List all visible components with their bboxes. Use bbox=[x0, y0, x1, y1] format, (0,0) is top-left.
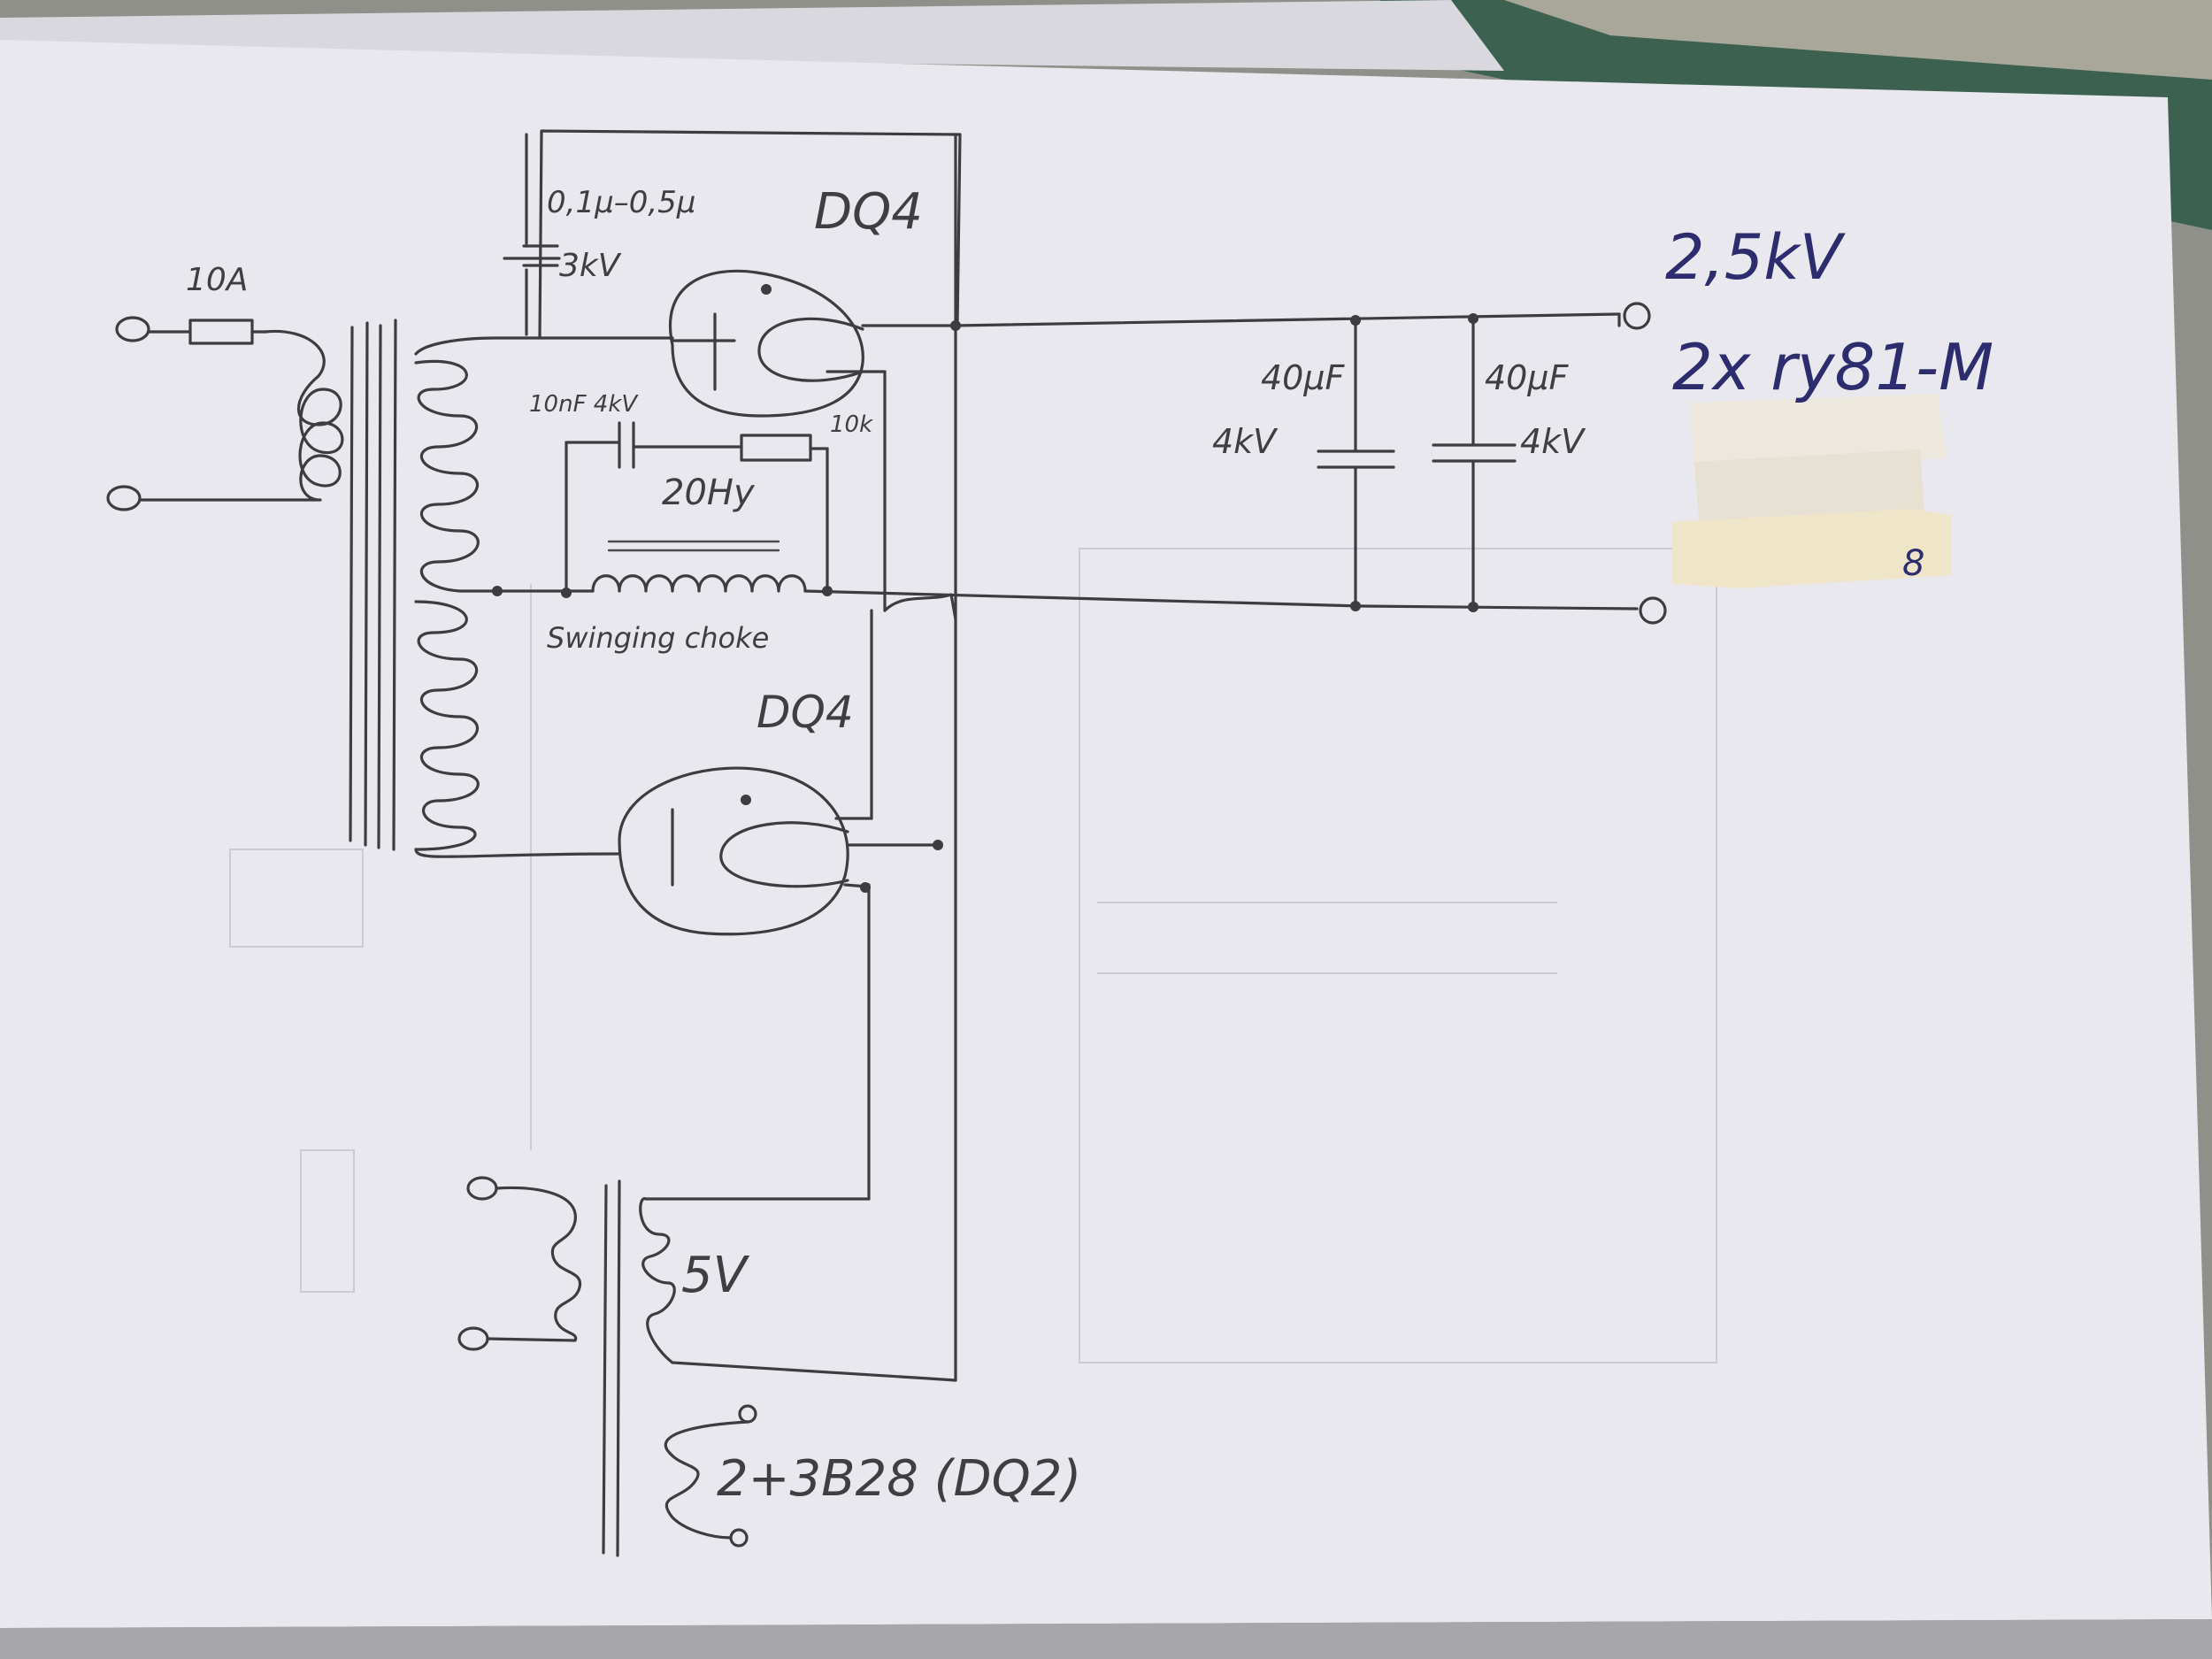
coupling-cap-value-label: 0,1µ–0,5µ bbox=[547, 185, 695, 220]
output-terminal-minus bbox=[1639, 596, 1667, 625]
cap1-voltage-label: 4kV bbox=[1212, 422, 1279, 461]
fuse-label: 10A bbox=[186, 262, 248, 298]
filament-transformer bbox=[457, 1176, 957, 1557]
mains-terminal-top bbox=[115, 316, 150, 342]
mains-terminal-bottom bbox=[106, 485, 142, 511]
output-voltage-label: 2,5kV bbox=[1665, 221, 1846, 294]
tube-bottom-label: DQ4 bbox=[757, 687, 854, 738]
choke-name-label: Swinging choke bbox=[547, 621, 769, 655]
rectifier-tube-top bbox=[669, 269, 961, 612]
filament-voltage-label: 5V bbox=[681, 1247, 750, 1304]
swinging-choke bbox=[494, 540, 1364, 621]
output-terminal-plus bbox=[1623, 302, 1651, 330]
snubber-res-label: 10k bbox=[830, 411, 873, 438]
mains-input bbox=[106, 316, 344, 511]
cap2-value-label: 40µF bbox=[1485, 358, 1570, 397]
snubber-network bbox=[565, 421, 829, 595]
filter-capacitor-2 bbox=[1432, 313, 1517, 612]
paper-shadow bbox=[0, 1619, 2212, 1659]
choke-inductance-label: 20Hy bbox=[662, 472, 756, 513]
cap1-value-label: 40µF bbox=[1261, 358, 1346, 397]
paper-sheet bbox=[0, 40, 2212, 1628]
top-frame bbox=[494, 129, 962, 340]
rectifier-tube-bottom bbox=[618, 609, 943, 1201]
filter-capacitor-1 bbox=[1317, 315, 1395, 611]
show-through bbox=[229, 548, 1717, 1363]
snubber-cap-label: 10nF 4kV bbox=[529, 391, 639, 418]
cap2-voltage-label: 4kV bbox=[1520, 422, 1586, 461]
coupling-cap-voltage-label: 3kV bbox=[559, 248, 622, 284]
filament-note-label: 2+3B28 (DQ2) bbox=[717, 1450, 1081, 1508]
tape-patches bbox=[1672, 394, 1951, 588]
fabric-corner bbox=[1504, 0, 2212, 80]
hv-secondary bbox=[414, 336, 621, 858]
output-rails bbox=[954, 133, 1667, 1382]
output-note-label: 2x ry81-M bbox=[1672, 330, 1993, 404]
transformer-core bbox=[349, 319, 397, 851]
tube-top-label: DQ4 bbox=[814, 183, 923, 241]
tape-fragment-label: 8 bbox=[1902, 543, 1924, 584]
